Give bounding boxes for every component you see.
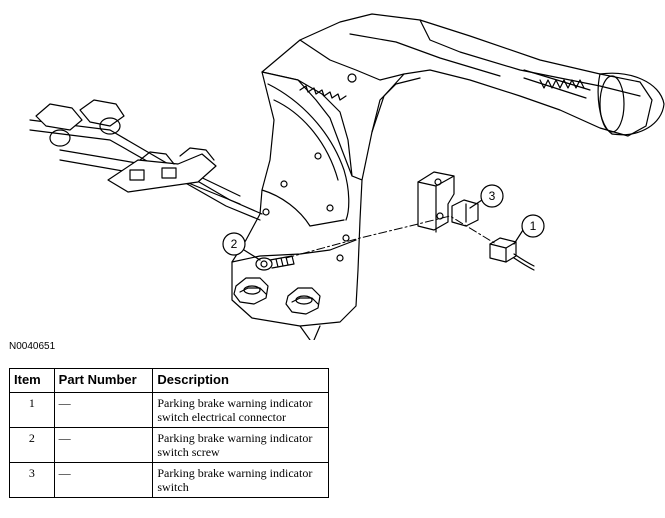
- warning-indicator-switch: [417, 171, 479, 233]
- header-part-number: Part Number: [53, 368, 154, 393]
- callout-1-label: 1: [530, 219, 537, 233]
- table-row: 1 — Parking brake warning indicator swit…: [9, 392, 329, 428]
- mounting-nut-right: [285, 287, 321, 315]
- row-1-part-number: —: [53, 392, 154, 428]
- row-3-item: 3: [9, 462, 55, 498]
- callout-2-label: 2: [231, 237, 238, 251]
- row-2-item: 2: [9, 427, 55, 463]
- callout-3-label: 3: [489, 189, 496, 203]
- table-header-row: Item Part Number Description: [9, 368, 329, 393]
- table-row: 2 — Parking brake warning indicator swit…: [9, 427, 329, 463]
- alignment-line: [285, 215, 497, 259]
- mounting-nut-left: [233, 277, 269, 305]
- callout-3-leader: [469, 199, 483, 209]
- parking-brake-cables: [29, 99, 263, 221]
- header-description: Description: [152, 368, 329, 393]
- row-1-item: 1: [9, 392, 55, 428]
- row-3-description: Parking brake warning indicator switch: [152, 462, 329, 498]
- row-2-part-number: —: [53, 427, 154, 463]
- callout-2-circle: [222, 232, 246, 256]
- switch-electrical-connector: [489, 237, 535, 271]
- figure-code: N0040651: [9, 341, 56, 352]
- row-3-part-number: —: [53, 462, 154, 498]
- parking-brake-illustration: 1 2 3: [29, 13, 665, 340]
- callout-2-leader: [243, 249, 261, 261]
- row-2-description: Parking brake warning indicator switch s…: [152, 427, 329, 463]
- brake-lever-arm: [261, 13, 665, 181]
- callout-1-leader: [513, 229, 524, 245]
- callout-1-circle: [521, 214, 545, 238]
- switch-screw: [255, 255, 295, 271]
- callout-3-circle: [480, 184, 504, 208]
- row-1-description: Parking brake warning indicator switch e…: [152, 392, 329, 428]
- table-row: 3 — Parking brake warning indicator swit…: [9, 462, 329, 498]
- header-item: Item: [9, 368, 55, 393]
- parts-table: Item Part Number Description 1 — Parking…: [9, 368, 329, 498]
